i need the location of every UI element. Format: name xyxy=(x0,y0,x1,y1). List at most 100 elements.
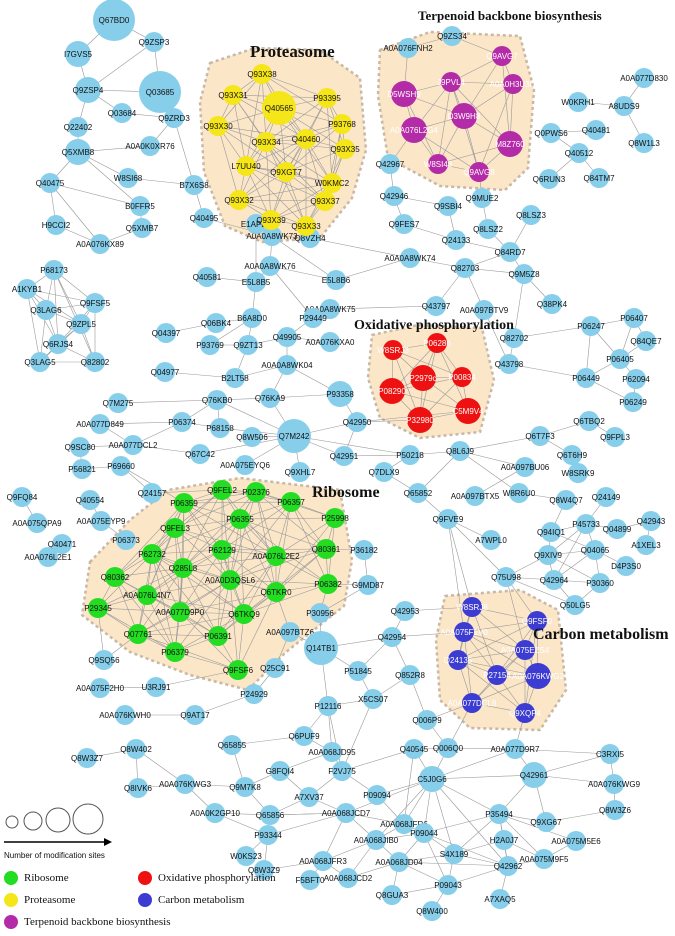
edge xyxy=(457,659,526,714)
protein-node-label: Q40481 xyxy=(582,126,611,135)
protein-node-label: Q9AT17 xyxy=(180,711,210,720)
protein-node-label: Q75U98 xyxy=(491,573,521,582)
protein-node: Q93X30 xyxy=(203,116,233,136)
protein-node-label: Q43797 xyxy=(422,302,451,311)
protein-node: Q43797 xyxy=(422,296,451,316)
protein-node: A0A076L2G4 xyxy=(390,117,439,143)
edge xyxy=(398,861,509,867)
protein-node-label: P06374 xyxy=(168,418,196,427)
protein-node: F5BFT0 xyxy=(296,870,325,890)
edge xyxy=(49,182,101,245)
protein-node-label: Q8VZH4 xyxy=(294,234,326,243)
protein-node: P62732 xyxy=(138,544,166,564)
protein-node-label: Q9SQ56 xyxy=(88,656,120,665)
protein-node-label: Q40495 xyxy=(190,214,219,223)
protein-node: Q40460 xyxy=(292,129,321,149)
protein-node-label: P93769 xyxy=(196,341,224,350)
legend-carbon: Carbon metabolism xyxy=(138,893,244,907)
protein-node: A0A075EZS4 xyxy=(501,640,550,660)
protein-node: P62094 xyxy=(622,369,650,389)
legend-terpenoid-swatch xyxy=(4,915,18,929)
edge xyxy=(343,454,411,457)
protein-node-label: Q006Q0 xyxy=(433,744,464,753)
protein-node: Q7M242 xyxy=(277,419,311,453)
protein-node-circle xyxy=(172,412,192,432)
protein-node-circle xyxy=(229,190,249,210)
protein-node-circle xyxy=(262,226,282,246)
protein-node: E1APE9 xyxy=(241,214,272,234)
protein-node-circle xyxy=(490,889,510,909)
protein-node-label: Q8LSZ2 xyxy=(473,225,503,234)
protein-node-label: A0A075F1V0 xyxy=(440,628,488,637)
protein-node-label: D4P3S0 xyxy=(611,562,641,571)
protein-node-label: Q9M5Z8 xyxy=(508,270,540,279)
protein-node-circle xyxy=(616,556,636,576)
protein-node-circle xyxy=(624,308,644,328)
protein-node-circle xyxy=(256,132,276,152)
protein-node-label: W8SI68 xyxy=(114,174,143,183)
protein-node-circle xyxy=(128,778,148,798)
protein-node-circle xyxy=(335,139,355,159)
protein-node: G9MD87 xyxy=(352,575,385,595)
protein-node-circle xyxy=(489,804,509,824)
protein-node-label: A0A068JCD7 xyxy=(322,809,371,818)
protein-node-circle xyxy=(515,703,535,723)
protein-node-circle xyxy=(246,214,266,234)
protein-node-label: W8SRK9 xyxy=(562,469,595,478)
protein-node-circle xyxy=(338,868,358,888)
protein-node-circle xyxy=(77,748,97,768)
protein-node-circle xyxy=(605,800,625,820)
protein-node-label: Q93X33 xyxy=(291,222,321,231)
protein-node-circle xyxy=(326,270,346,290)
edge xyxy=(450,81,511,145)
protein-node-label: Q8W402 xyxy=(120,745,152,754)
edge xyxy=(447,518,465,633)
protein-node: Q5XMB8 xyxy=(62,139,95,165)
protein-node: P68173 xyxy=(40,260,68,280)
protein-node-circle xyxy=(410,365,436,391)
protein-node-label: Q65855 xyxy=(218,741,247,750)
edge xyxy=(459,450,526,468)
edge xyxy=(533,753,611,776)
protein-node-label: Q9ZS34 xyxy=(437,32,467,41)
edge xyxy=(471,606,538,622)
protein-node-label: M8Z760 xyxy=(495,140,525,149)
protein-node-circle xyxy=(500,242,520,262)
size-legend-circle-2 xyxy=(23,811,43,831)
protein-node-circle xyxy=(509,483,529,503)
edge xyxy=(53,269,96,363)
protein-node-label: Q9FVE9 xyxy=(433,515,464,524)
protein-node-label: A0A077D9P0 xyxy=(156,608,205,617)
protein-node-label: P24929 xyxy=(240,690,268,699)
protein-node: A0A0K0XR76 xyxy=(125,136,175,156)
protein-node-label: S4X189 xyxy=(440,850,469,859)
legend-proteasome: Proteasome xyxy=(4,893,75,907)
protein-node-label: Q8W400 xyxy=(416,907,448,916)
edge xyxy=(232,94,247,167)
protein-node-label: P06379 xyxy=(161,648,189,657)
protein-node-label: Q67BD0 xyxy=(99,16,130,25)
edge xyxy=(146,594,176,653)
protein-node-circle xyxy=(384,186,404,206)
protein-node: P93769 xyxy=(196,335,224,355)
edge xyxy=(238,199,326,202)
protein-node-circle xyxy=(576,368,596,388)
protein-node: P29449 xyxy=(299,308,327,328)
edge xyxy=(269,265,314,319)
protein-node-label: W8SI43 xyxy=(424,160,453,169)
protein-node: A0A0A8WK76 xyxy=(244,256,296,276)
protein-node: W0KRH1 xyxy=(561,92,595,112)
legend-proteasome-swatch xyxy=(4,893,18,907)
protein-node-label: A0A076L2E2 xyxy=(252,552,300,561)
protein-node: A7XV37 xyxy=(294,787,324,807)
protein-node: Q93X35 xyxy=(330,139,360,159)
legend-terpenoid: Terpenoid backbone biosynthesis xyxy=(4,915,170,929)
protein-node: Q9XIV9 xyxy=(534,545,563,565)
protein-node: P35494 xyxy=(485,804,513,824)
protein-node: F2VJ75 xyxy=(328,761,356,781)
protein-node-circle xyxy=(450,441,470,461)
protein-node-circle xyxy=(579,411,599,431)
edge xyxy=(137,633,219,637)
protein-node-label: Q24133 xyxy=(442,236,471,245)
legend-proteasome-label: Proteasome xyxy=(24,894,76,906)
